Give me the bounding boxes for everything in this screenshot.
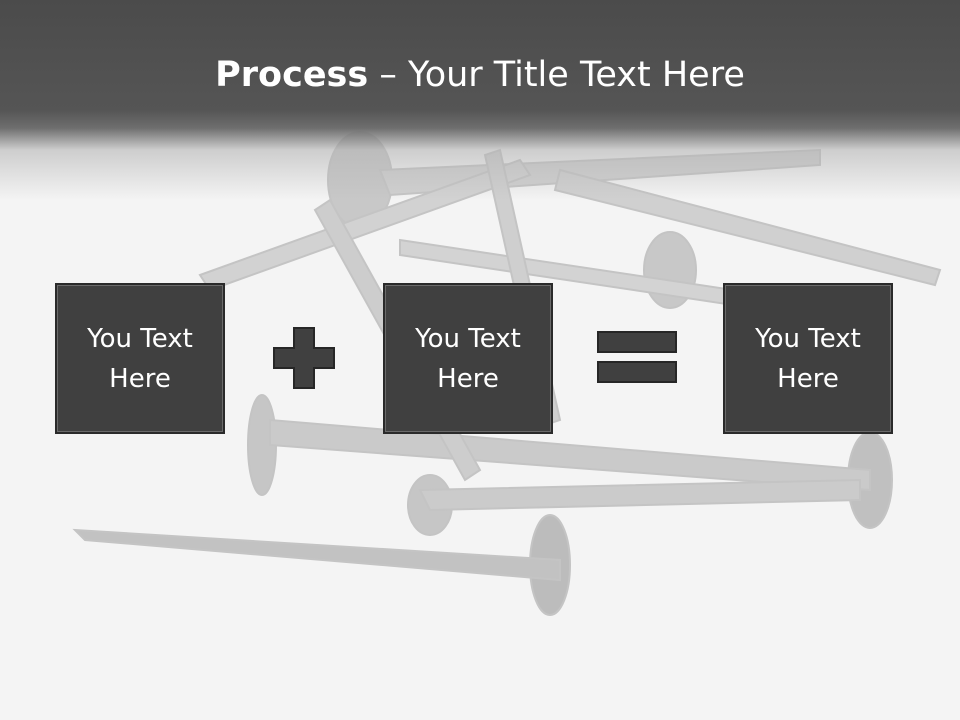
text-box-1[interactable]: You Text Here: [55, 283, 225, 434]
slide-title: Process – Your Title Text Here: [0, 52, 960, 98]
text-box-3-label: You Text Here: [755, 323, 861, 394]
equals-icon: [597, 331, 677, 383]
text-box-2[interactable]: You Text Here: [383, 283, 553, 434]
plus-icon: [273, 327, 335, 389]
slide-title-rest: – Your Title Text Here: [368, 55, 745, 95]
title-bar: [0, 0, 960, 200]
slide-title-bold: Process: [215, 55, 369, 95]
text-box-3[interactable]: You Text Here: [723, 283, 893, 434]
text-box-1-label: You Text Here: [87, 323, 193, 394]
text-box-2-label: You Text Here: [415, 323, 521, 394]
